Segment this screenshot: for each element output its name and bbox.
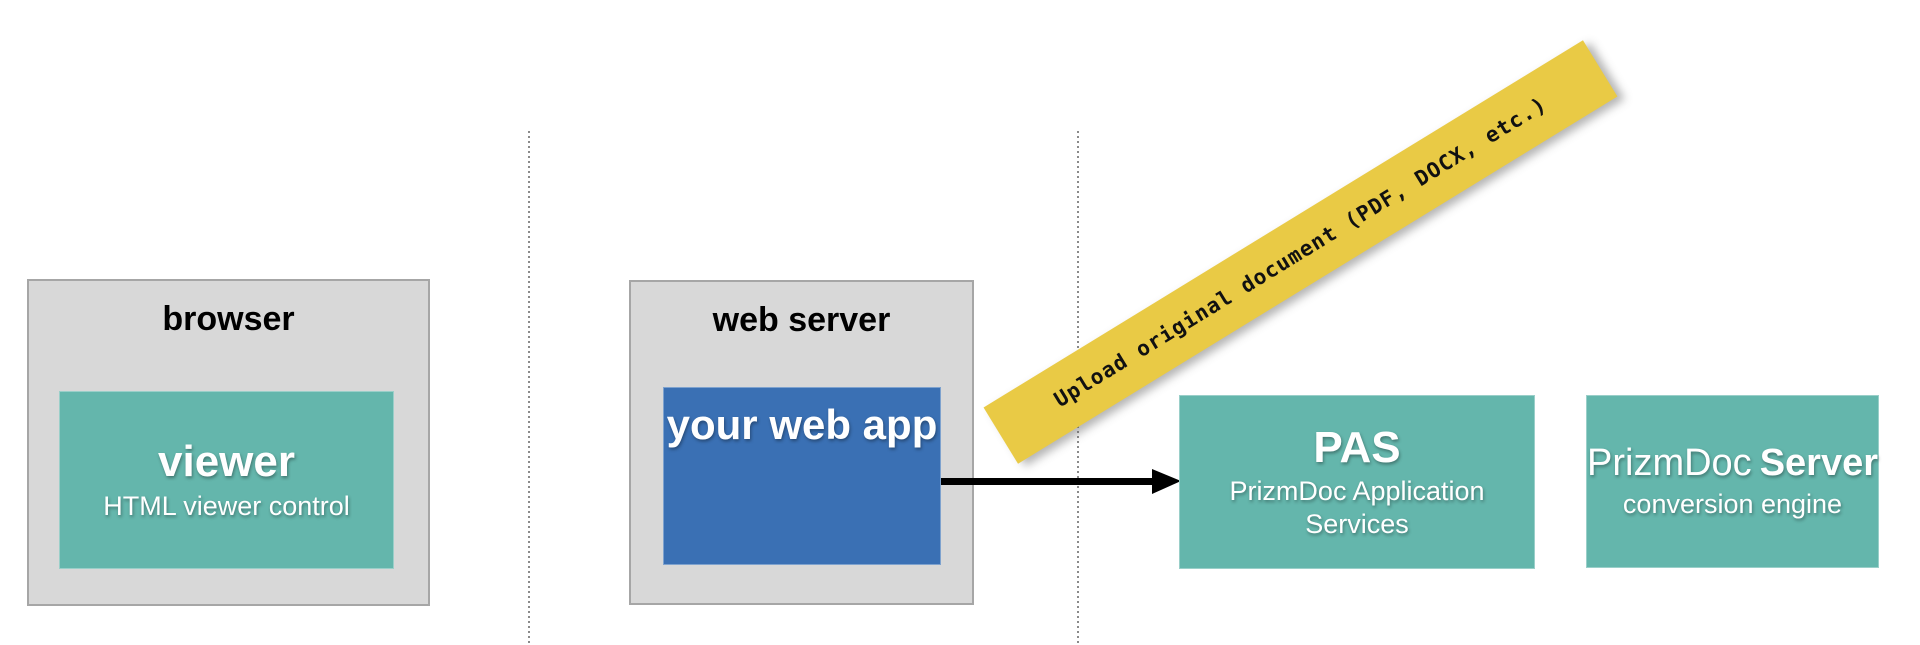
divider-dotted-line-left — [528, 131, 530, 645]
upload-arrow-line — [941, 478, 1153, 485]
web-server-box-title: web server — [712, 301, 891, 339]
pas-box: PAS PrizmDoc Application Services — [1179, 395, 1535, 569]
prizmdoc-server-title-regular: PrizmDoc — [1587, 441, 1752, 484]
prizmdoc-server-title-bold: Server — [1759, 441, 1879, 484]
web-app-box: your web app — [663, 387, 941, 565]
viewer-box: viewer HTML viewer control — [59, 391, 394, 569]
pas-box-subtitle: PrizmDoc Application Services — [1229, 476, 1485, 539]
prizmdoc-server-box-subtitle: conversion engine — [1622, 488, 1843, 519]
browser-box-title: browser — [162, 300, 295, 338]
web-app-box-title: your web app — [666, 401, 938, 448]
arrow-right-icon — [1152, 469, 1181, 494]
viewer-box-title: viewer — [158, 437, 295, 487]
upload-banner-label: Upload original document (PDF, DOCX, etc… — [1049, 92, 1552, 412]
pas-box-title: PAS — [1313, 422, 1401, 472]
viewer-box-subtitle: HTML viewer control — [103, 490, 350, 521]
